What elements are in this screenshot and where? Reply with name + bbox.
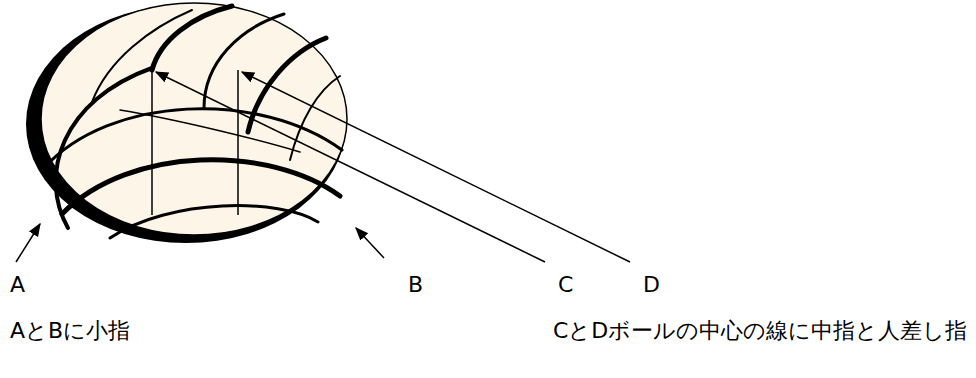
instruction-note: AとBに小指: [10, 318, 130, 344]
callout-letter: B: [408, 272, 423, 298]
instruction-note: CとDボールの中心の線に中指と人差し指: [553, 318, 967, 344]
leader-lines: [16, 70, 630, 262]
callout-letter: D: [643, 272, 660, 298]
callout-letter: C: [558, 272, 573, 298]
callout-letter: A: [10, 272, 25, 298]
ball: [26, 3, 347, 243]
